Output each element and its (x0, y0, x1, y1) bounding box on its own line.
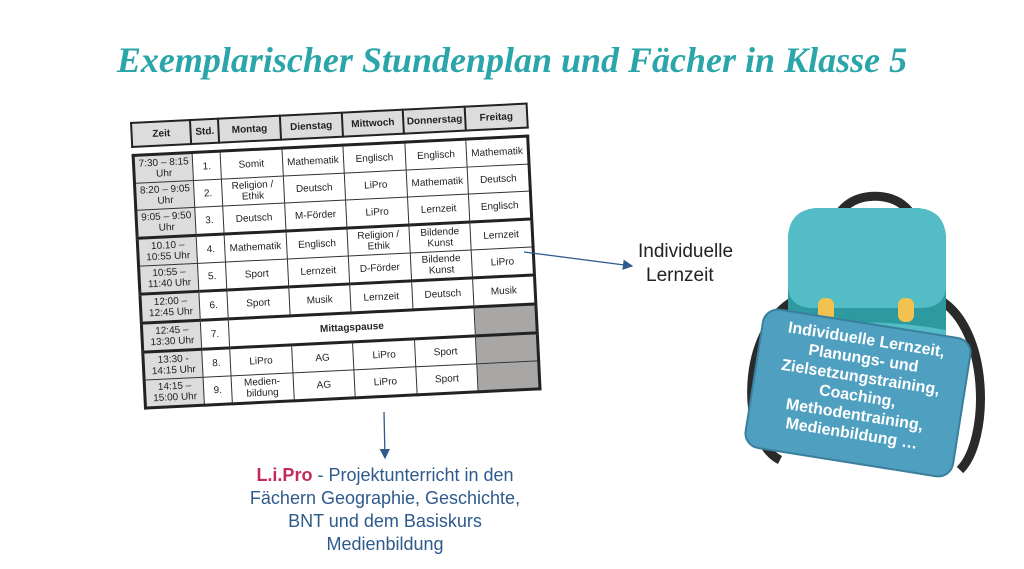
arrow-to-lernzeit (523, 251, 634, 270)
period-cell: 4. (196, 234, 226, 264)
time-cell: 12:45 – 13:30 Uhr (141, 320, 202, 353)
subject-cell: D-Förder (348, 252, 412, 284)
subject-cell: Medien-bildung (230, 372, 294, 404)
header-std: Std. (190, 118, 220, 145)
lipro-description: - Projektunterricht in den Fächern Geogr… (249, 465, 521, 554)
subject-cell: AG (291, 341, 354, 373)
subject-cell: Sport (225, 259, 289, 290)
subject-cell: Englisch (404, 139, 468, 171)
time-cell: 8:20 – 9:05 Uhr (134, 180, 196, 211)
subject-cell: Sport (414, 335, 478, 367)
period-cell: 2. (193, 179, 223, 208)
subject-cell: Englisch (285, 228, 349, 260)
period-cell: 3. (195, 206, 224, 236)
subject-cell: Englisch (342, 142, 406, 174)
callout-lernzeit-line2: Lernzeit (646, 265, 714, 286)
period-cell: 8. (201, 347, 231, 378)
subject-cell: Lernzeit (286, 255, 350, 287)
subject-cell: Religion / Ethik (221, 176, 285, 207)
subject-cell: Deutsch (467, 164, 531, 195)
time-cell: 14:15 – 15:00 Uhr (144, 377, 205, 409)
subject-cell: Religion / Ethik (347, 225, 410, 256)
time-cell: 7:30 – 8:15 Uhr (133, 152, 194, 184)
subject-cell: Deutsch (282, 173, 346, 204)
subject-cell: Somit (219, 148, 283, 180)
subject-cell: Deutsch (411, 277, 475, 310)
header-freitag: Freitag (464, 103, 528, 131)
time-cell: 10:55 – 11:40 Uhr (138, 263, 200, 295)
period-cell: 1. (192, 151, 222, 181)
header-dienstag: Dienstag (279, 112, 343, 140)
subject-cell: LiPro (345, 197, 409, 229)
subject-cell: M-Förder (284, 200, 348, 232)
subject-cell: Bildende Kunst (409, 249, 473, 281)
subject-cell: LiPro (229, 344, 293, 376)
subject-cell: Mathematik (405, 167, 469, 198)
subject-cell: Mathematik (223, 231, 287, 263)
header-donnerstag: Donnerstag (403, 106, 466, 134)
subject-cell: Lernzeit (407, 194, 471, 226)
header-zeit: Zeit (131, 120, 192, 147)
header-montag: Montag (218, 115, 281, 143)
arrow-to-lipro (379, 411, 391, 460)
subject-cell: Musik (288, 283, 352, 316)
time-cell: 10.10 – 10:55 Uhr (137, 235, 198, 267)
subject-cell: Bildende Kunst (408, 222, 472, 253)
slide-title: Exemplarischer Stundenplan und Fächer in… (116, 40, 908, 80)
time-cell: 13:30 - 14:15 Uhr (142, 349, 204, 381)
subject-cell: Englisch (468, 191, 532, 223)
time-cell: 9:05 – 9:50 Uhr (135, 207, 197, 239)
subject-cell: LiPro (353, 366, 417, 398)
subject-cell: Deutsch (222, 203, 286, 235)
subject-cell: Mathematik (281, 145, 345, 177)
subject-cell: Sport (226, 286, 290, 319)
period-cell: 7. (200, 318, 230, 350)
callout-individuelle-lernzeit: Individuelle Lernzeit (638, 240, 733, 288)
period-cell: 9. (203, 375, 233, 406)
period-cell: 6. (199, 289, 229, 321)
header-mittwoch: Mittwoch (341, 109, 405, 137)
subject-cell: LiPro (344, 170, 408, 201)
time-cell: 12:00 – 12:45 Uhr (139, 291, 201, 324)
lipro-name: L.i.Pro (256, 465, 313, 485)
subject-cell: Lernzeit (349, 280, 413, 313)
subject-cell: Sport (415, 363, 479, 395)
callout-lipro: L.i.Pro - Projektunterricht in den Fäche… (245, 464, 525, 556)
callout-lernzeit-line1: Individuelle (638, 241, 734, 262)
empty-cell (475, 332, 539, 364)
period-cell: 5. (197, 262, 227, 292)
subject-cell: LiPro (352, 338, 416, 370)
subject-cell: Mathematik (466, 136, 530, 168)
empty-cell (477, 360, 541, 392)
empty-cell (474, 303, 538, 336)
subject-cell: AG (292, 369, 356, 401)
timetable: Zeit Std. Montag Dienstag Mittwoch Donne… (130, 103, 542, 410)
